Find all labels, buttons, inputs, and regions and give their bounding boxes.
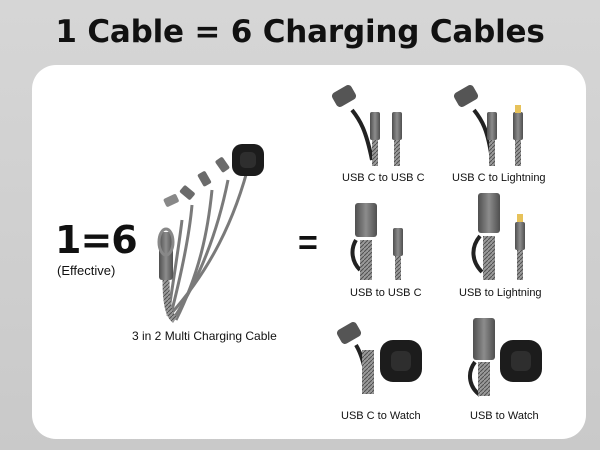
variant-image-usbc-usbc	[331, 85, 402, 166]
variant-label: USB to Watch	[470, 410, 539, 422]
variant-label: USB C to Watch	[341, 410, 421, 422]
variant-label: USB C to Lightning	[452, 172, 546, 184]
main-product-label: 3 in 2 Multi Charging Cable	[132, 329, 277, 343]
variant-label: USB to USB C	[350, 287, 422, 299]
equals-sign: =	[298, 224, 318, 262]
variant-image-usb-lightning	[471, 193, 525, 280]
variant-image-usb-watch	[467, 318, 542, 397]
variant-image-usb-usbc	[350, 203, 403, 280]
variant-image-usbc-watch	[336, 322, 422, 394]
headline: 1 Cable = 6 Charging Cables	[55, 14, 545, 50]
multi-cable-image	[157, 144, 264, 323]
variant-label: USB to Lightning	[459, 287, 542, 299]
ratio-note: (Effective)	[57, 263, 116, 278]
variant-image-usbc-lightning	[453, 85, 523, 166]
variant-label: USB C to USB C	[342, 172, 425, 184]
ratio-text: 1=6	[55, 218, 138, 262]
